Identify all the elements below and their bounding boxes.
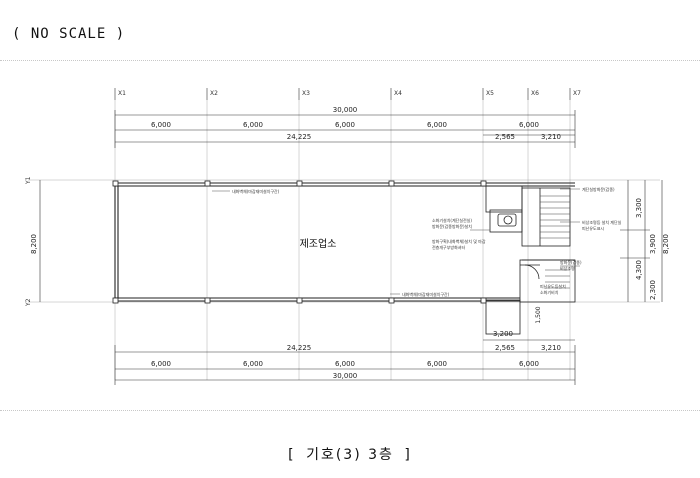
dim-bottom-inner: 24,225 [287,344,312,352]
note-lower-4: 소화기비치 [540,289,559,295]
grid-label-y2: Y2 [25,298,32,307]
bottom-separator-line [0,410,700,411]
dim-right-overall: 8,200 [662,234,670,254]
dim-top-core-b: 3,210 [541,133,561,141]
note-stair-2: 비상조명등 설치 계단실 [582,219,622,225]
dim-right-seg3: 4,300 [635,260,643,280]
dim-right-seg2: 3,900 [649,234,657,254]
grid-label-x7: X7 [573,90,581,97]
note-stair-3: 피난유도표시 [582,225,604,231]
dim-bottom-core-a: 2,565 [495,344,515,352]
dim-bottom-bay-2: 6,000 [243,360,263,368]
stair-treads [540,195,570,289]
building-outline [114,182,575,302]
dim-top-bay-5: 6,000 [519,121,539,129]
dim-bottom-bay-4: 6,000 [427,360,447,368]
grid-label-x5: X5 [486,90,494,97]
dim-right-seg4: 2,300 [649,280,657,300]
grid-label-x4: X4 [394,90,402,97]
grid-label-x1: X1 [118,90,126,97]
dim-bottom-sub: 3,200 [493,330,513,338]
dim-top-bay-1: 6,000 [151,121,171,129]
columns [112,180,487,304]
dim-bottom-overall: 30,000 [333,372,358,380]
dim-top-bay-3: 6,000 [335,121,355,129]
dim-bottom-sub-vertical: 1,500 [535,306,542,323]
room-label: 제조업소 [300,237,337,250]
drawing-caption: [ 기호(3) 3층 ] [0,444,700,464]
dim-bottom-core-b: 3,210 [541,344,561,352]
note-core-1: 소화기설치(계단실전실) [432,217,472,223]
dim-bottom-bay-1: 6,000 [151,360,171,368]
grid-ticks-top [114,88,571,100]
note-wall-bottom: 내화벽체(마감재미설치구간) [402,291,450,297]
note-core-4: 전층개구부방화셔터 [432,244,465,250]
grid-label-x3: X3 [302,90,310,97]
dimension-lines-bottom [114,339,576,385]
caption-title: 기호(3) 3층 [306,447,394,463]
note-core-2: 방화문(갑종방화문)설치 [432,223,472,229]
top-separator-line [0,60,700,61]
dim-left-overall: 8,200 [30,234,38,254]
core-area [485,185,576,335]
dim-right-seg1: 3,300 [635,198,643,218]
floor-plan-drawing: X1 X2 X3 X4 X5 X6 X7 Y1 Y2 30,000 6,000 … [25,88,670,385]
dim-top-bay-2: 6,000 [243,121,263,129]
no-scale-note: ( NO SCALE ) [12,26,126,42]
dimension-lines-right [620,180,663,302]
dim-top-overall: 30,000 [333,106,358,114]
dim-bottom-bay-3: 6,000 [335,360,355,368]
note-core-3: 방화구획(내화벽체)설치 및 마감 [432,238,486,244]
dimension-lines-top [114,110,576,148]
note-lower-3: 피난유도등설치 [540,283,566,289]
grid-label-y1: Y1 [25,176,32,185]
grid-label-x2: X2 [210,90,218,97]
note-lower-1: 방화문(갑종) [560,259,582,265]
dim-bottom-bay-5: 6,000 [519,360,539,368]
caption-close-bracket: ] [404,447,412,463]
dim-top-core-a: 2,565 [495,133,515,141]
note-wall-top: 내화벽체(마감재미설치구간) [232,188,280,194]
caption-open-bracket: [ [288,447,296,463]
note-lower-2: 비상조명 [560,265,575,271]
note-leaders [212,188,580,295]
note-stair-1: 계단실방화문(갑종) [582,186,615,192]
dim-top-inner: 24,225 [287,133,312,141]
grid-label-x6: X6 [531,90,539,97]
dim-top-bay-4: 6,000 [427,121,447,129]
